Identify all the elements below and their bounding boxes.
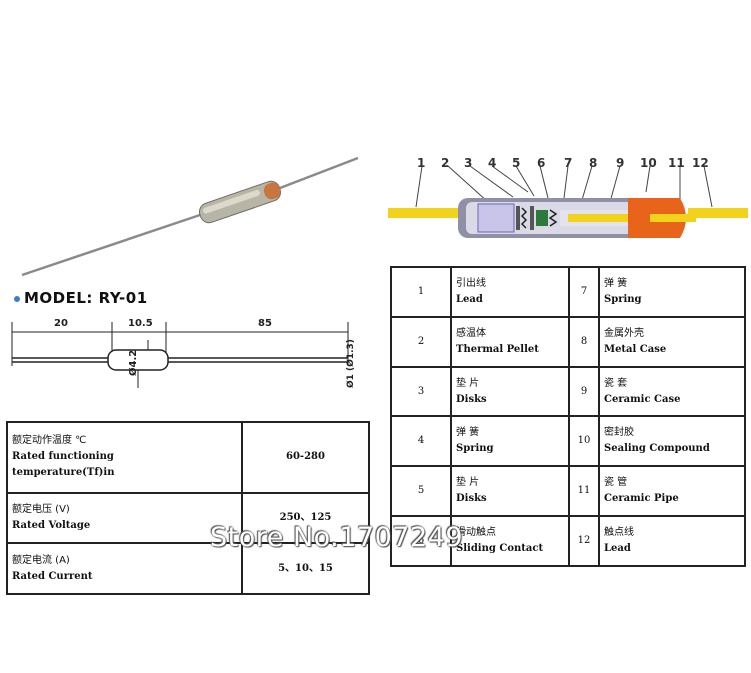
part-name-cn: 瓷 管 [604, 477, 628, 489]
part-number: 3 [390, 365, 452, 418]
spec-label-en2: temperature(Tf)in [12, 467, 115, 479]
part-number-11: 11 [668, 156, 685, 170]
parts-row: 4 弹 簧 Spring 10 密封胶 Sealing Compound [390, 415, 746, 468]
spec-row-current: 额定电流 (A) Rated Current 5、10、15 [6, 542, 370, 595]
part-name-cn: 密封胶 [604, 427, 634, 439]
parts-row: 5 垫 片 Disks 11 瓷 管 Ceramic Pipe [390, 465, 746, 518]
spec-value: 60-280 [241, 421, 370, 494]
fuse-photo [21, 156, 359, 277]
part-number-10: 10 [640, 156, 657, 170]
part-number: 2 [390, 315, 452, 368]
part-name-en: Sliding Contact [456, 543, 544, 555]
part-name-cn: 感温体 [456, 327, 486, 339]
part-number-12: 12 [692, 156, 709, 170]
part-number-5: 5 [512, 156, 521, 170]
part-name-en: Metal Case [604, 343, 667, 355]
spec-label-cn: 额定电压 (V) [12, 504, 70, 516]
part-name-cn: 垫 片 [456, 477, 480, 489]
part-name-cn: 弹 簧 [604, 277, 628, 289]
parts-row: 3 垫 片 Disks 9 瓷 套 Ceramic Case [390, 365, 746, 418]
parts-row: 2 感温体 Thermal Pellet 8 金属外壳 Metal Case [390, 315, 746, 368]
part-number: 11 [568, 465, 600, 518]
spec-label-cn: 额定动作温度 ℃ [12, 435, 87, 447]
part-number: 10 [568, 415, 600, 468]
part-number-9: 9 [616, 156, 625, 170]
part-name-en: Spring [456, 443, 494, 455]
part-number-4: 4 [488, 156, 497, 170]
spec-label-en: Rated Voltage [12, 520, 91, 532]
part-number-6: 6 [537, 156, 546, 170]
bullet-icon [14, 295, 20, 302]
dim-lead-diameter: Ø1 (Ø1.3) [346, 339, 356, 388]
part-number-8: 8 [589, 156, 598, 170]
dimension-drawing [11, 322, 349, 388]
part-name-en: Sealing Compound [604, 443, 710, 455]
part-number: 8 [568, 315, 600, 368]
part-name-cn: 金属外壳 [604, 327, 644, 339]
part-name-en: Thermal Pellet [456, 343, 539, 355]
part-name-cn: 滑动触点 [456, 527, 496, 539]
part-name-cn: 触点线 [604, 527, 634, 539]
part-name-en: Spring [604, 293, 642, 305]
part-name-en: Disks [456, 393, 487, 405]
dim-body-diameter: Ø4.2 [128, 349, 139, 376]
spec-value: 5、10、15 [241, 542, 370, 595]
part-name-en: Lead [456, 293, 483, 305]
model-label: MODEL: RY-01 [14, 289, 148, 307]
parts-table: 1 引出线 Lead 7 弹 簧 Spring 2 感温体 Thermal Pelle… [390, 266, 746, 567]
spec-table: 额定动作温度 ℃ Rated functioning temperature(Tf)… [6, 421, 370, 595]
part-name-cn: 瓷 套 [604, 377, 628, 389]
dim-right-lead: 85 [258, 318, 272, 329]
spec-label-en: Rated functioning [12, 451, 114, 463]
part-name-cn: 弹 簧 [456, 427, 480, 439]
part-name-cn: 垫 片 [456, 377, 480, 389]
part-number: 4 [390, 415, 452, 468]
dim-left-lead: 20 [54, 318, 68, 329]
part-name-en: Lead [604, 543, 631, 555]
parts-row: 6 滑动触点 Sliding Contact 12 触点线 Lead [390, 515, 746, 567]
spec-row-voltage: 额定电压 (V) Rated Voltage 250、125 [6, 491, 370, 545]
part-number-7: 7 [564, 156, 573, 170]
part-number: 1 [390, 266, 452, 318]
part-name-en: Ceramic Case [604, 393, 681, 405]
cross-section-diagram [388, 165, 748, 238]
part-number-3: 3 [464, 156, 473, 170]
part-name-en: Disks [456, 493, 487, 505]
part-number: 12 [568, 515, 600, 567]
part-number-2: 2 [441, 156, 450, 170]
part-name-en: Ceramic Pipe [604, 493, 679, 505]
spec-row-temperature: 额定动作温度 ℃ Rated functioning temperature(Tf)… [6, 421, 370, 494]
store-watermark: Store No.1707249 [210, 522, 464, 553]
spec-label-en: Rated Current [12, 570, 93, 582]
part-number: 9 [568, 365, 600, 418]
parts-row: 1 引出线 Lead 7 弹 簧 Spring [390, 266, 746, 318]
part-number-1: 1 [417, 156, 426, 170]
dim-body-length: 10.5 [128, 318, 153, 329]
part-name-cn: 引出线 [456, 277, 486, 289]
part-number: 6 [390, 515, 452, 567]
part-number: 5 [390, 465, 452, 518]
spec-value: 250、125 [241, 491, 370, 545]
part-number: 7 [568, 266, 600, 318]
spec-label-cn: 额定电流 (A) [12, 554, 70, 566]
